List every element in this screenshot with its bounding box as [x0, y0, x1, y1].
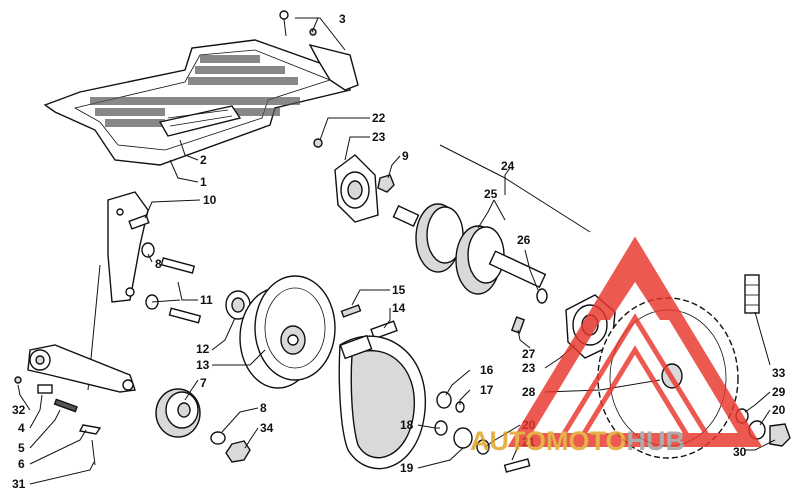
callout-10: 10	[203, 193, 217, 207]
pin-14-15	[340, 304, 398, 340]
callout-33: 33	[772, 366, 786, 380]
callout-1: 1	[200, 175, 207, 189]
callout-23b: 23	[522, 361, 536, 375]
callout-17: 17	[480, 383, 494, 397]
washer-nut-8-34	[210, 431, 251, 463]
callout-20b: 20	[772, 403, 786, 417]
shaft-assembly	[392, 203, 548, 334]
bearing-flange-upper	[313, 138, 395, 223]
callout-16: 16	[480, 363, 494, 377]
brake-band	[338, 334, 426, 470]
callout-8b: 8	[260, 401, 267, 415]
callout-32: 32	[12, 403, 26, 417]
callout-6: 6	[18, 457, 25, 471]
tensioner-arm	[27, 344, 136, 394]
callout-3: 3	[339, 12, 346, 26]
watermark-logo: AUTOMOTOHUB	[470, 236, 763, 456]
watermark-brand-auto: AUTOMOTO	[470, 426, 627, 456]
callout-34: 34	[260, 421, 274, 435]
cover-plate	[43, 39, 359, 166]
callout-14: 14	[392, 301, 406, 315]
chain-33	[744, 274, 760, 314]
hardware-8-11	[141, 242, 202, 324]
callout-8a: 8	[155, 257, 162, 271]
watermark-triangle-icon	[507, 236, 763, 447]
callout-19: 19	[400, 461, 414, 475]
callout-13: 13	[196, 358, 210, 372]
callout-30: 30	[733, 445, 747, 459]
callout-27: 27	[522, 347, 536, 361]
callout-15: 15	[392, 283, 406, 297]
callout-18: 18	[400, 418, 414, 432]
screw-3	[279, 10, 317, 37]
callout-31: 31	[12, 477, 26, 491]
callout-11: 11	[200, 293, 213, 307]
washers-16-19	[434, 391, 531, 473]
callout-29: 29	[772, 385, 786, 399]
leader-lines	[17, 17, 776, 485]
callout-26: 26	[517, 233, 531, 247]
callout-12: 12	[196, 342, 210, 356]
callout-4: 4	[18, 421, 25, 435]
bracket-10	[87, 191, 150, 391]
callout-5: 5	[18, 441, 25, 455]
callout-9: 9	[402, 149, 409, 163]
callout-22: 22	[372, 111, 386, 125]
callout-23a: 23	[372, 130, 386, 144]
callout-24: 24	[501, 159, 515, 173]
callout-7: 7	[200, 376, 207, 390]
idler-pulley-7	[155, 388, 201, 438]
callout-28: 28	[522, 385, 536, 399]
callout-25: 25	[484, 187, 498, 201]
callout-2: 2	[200, 153, 207, 167]
callout-labels: 1 2 3 4 5 6 7 8 8 9 10 11 12 13 14 15 16…	[12, 12, 786, 491]
watermark-brand-hub: HUB	[627, 426, 686, 456]
spring-pin-5-6	[14, 376, 102, 466]
watermark-brand: AUTOMOTOHUB	[470, 426, 685, 456]
brake-drum-13	[225, 275, 336, 389]
